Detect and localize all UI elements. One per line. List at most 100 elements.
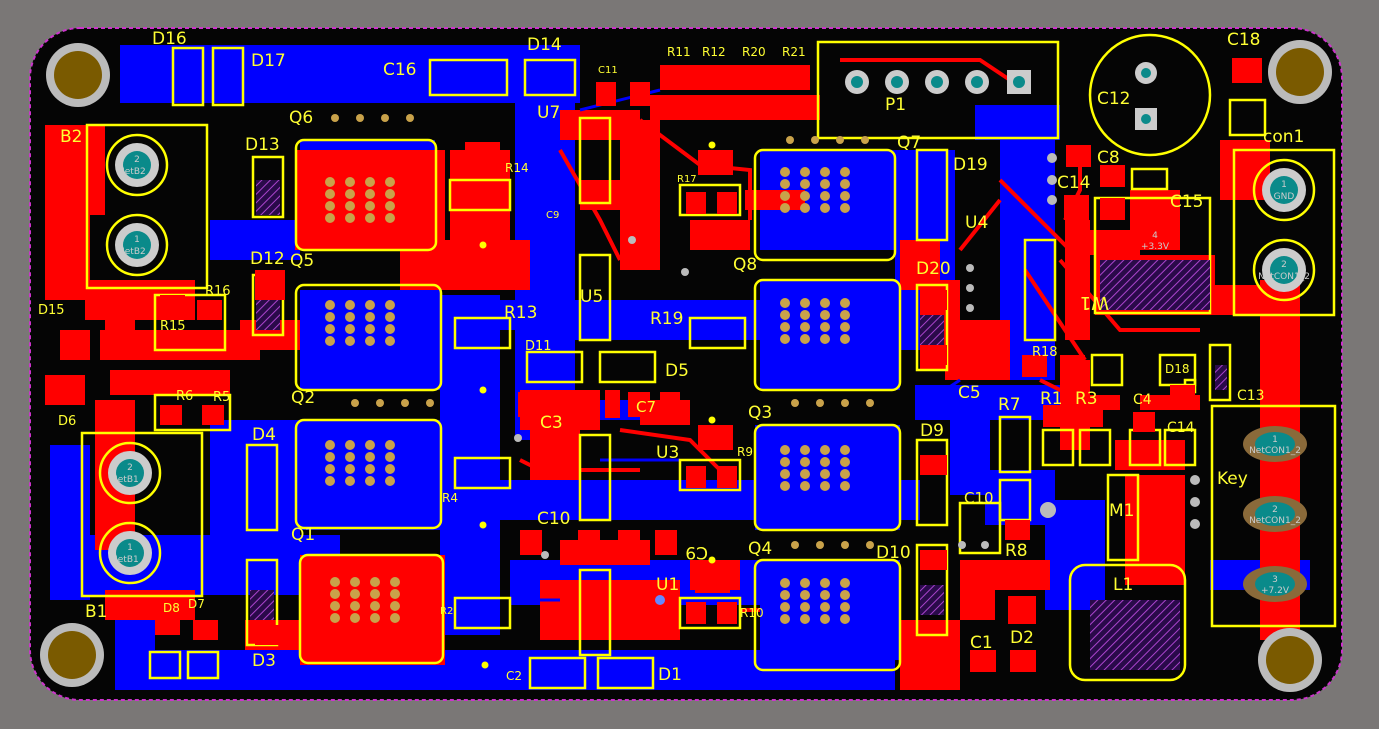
thermal-via [820, 469, 830, 479]
label-c9a: C9 [546, 210, 559, 221]
thermal-via [820, 445, 830, 455]
label-c4: C4 [1133, 392, 1152, 408]
thermal-via [350, 577, 360, 587]
label-r14: R14 [505, 161, 529, 175]
label-r12: R12 [702, 45, 726, 59]
thermal-via [840, 167, 850, 177]
thermal-via [365, 213, 375, 223]
label-c8: C8 [1097, 148, 1120, 168]
silkscreen-outlines [80, 33, 1337, 690]
thermal-via [840, 445, 850, 455]
pin-b2-2-net: NetB2_2 [118, 167, 156, 177]
thermal-via [800, 203, 810, 213]
thermal-via [780, 298, 790, 308]
label-c1: C1 [970, 633, 993, 653]
thermal-via [840, 457, 850, 467]
label-d7: D7 [188, 597, 205, 611]
label-r9: R9 [737, 445, 753, 459]
label-c2: C2 [506, 669, 522, 683]
pin-labels: 2 NetB2_2 1 NetB2_1 2 NetB1_2 1 NetB1_1 … [111, 155, 1310, 596]
label-r17: R17 [677, 174, 697, 185]
thermal-via [840, 469, 850, 479]
label-b2: B2 [60, 127, 82, 147]
thermal-via [820, 590, 830, 600]
label-d10: D10 [876, 543, 911, 563]
thermal-via [820, 322, 830, 332]
label-c15: C15 [1170, 192, 1204, 212]
thermal-via [820, 578, 830, 588]
label-c14b: C14 [1167, 420, 1195, 436]
thermal-via [345, 201, 355, 211]
thermal-via [325, 189, 335, 199]
thermal-via [345, 476, 355, 486]
pin-key-1-num: 1 [1272, 435, 1278, 445]
pin-key-2-num: 2 [1272, 505, 1278, 515]
label-r6: R6 [176, 389, 193, 404]
gate-via [861, 136, 869, 144]
pad-vias [514, 153, 1200, 605]
label-d9: D9 [920, 421, 944, 441]
label-u1: U1 [656, 575, 679, 595]
battery-pads [98, 62, 1316, 585]
label-d3: D3 [252, 651, 276, 671]
thermal-via [325, 440, 335, 450]
label-q4: Q4 [748, 539, 772, 559]
thermal-via [385, 213, 395, 223]
label-d16: D16 [152, 29, 187, 49]
gate-via [841, 399, 849, 407]
label-u5: U5 [580, 287, 603, 307]
label-r2: R2 [440, 606, 453, 617]
label-d20: D20 [916, 259, 951, 279]
label-d4: D4 [252, 425, 276, 445]
thermal-via [325, 312, 335, 322]
thermal-via [365, 336, 375, 346]
label-r1: R1 [1040, 389, 1063, 409]
thermal-via [780, 203, 790, 213]
label-r7: R7 [998, 395, 1021, 415]
transistor-vias [325, 114, 874, 624]
label-m1: M1 [1109, 501, 1134, 521]
thermal-via [780, 322, 790, 332]
gate-via [376, 399, 384, 407]
label-r16: R16 [205, 284, 231, 299]
pin-b2-2-num: 2 [134, 155, 140, 165]
label-r5: R5 [213, 390, 230, 405]
label-d2: D2 [1010, 628, 1034, 648]
pin-b1-2-net: NetB1_2 [111, 475, 149, 485]
label-d8: D8 [163, 601, 180, 615]
thermal-via [840, 590, 850, 600]
label-q8: Q8 [733, 255, 757, 275]
pin-key-3-num: 3 [1272, 575, 1278, 585]
pin-con1-2-num: 2 [1281, 260, 1287, 270]
thermal-via [390, 601, 400, 611]
thermal-via [350, 613, 360, 623]
gate-via [866, 399, 874, 407]
mount-holes [40, 40, 1332, 692]
label-b1: B1 [85, 602, 107, 622]
thermal-via [780, 578, 790, 588]
label-r11: R11 [667, 45, 691, 59]
thermal-via [330, 601, 340, 611]
thermal-via [840, 322, 850, 332]
label-d13: D13 [245, 135, 280, 155]
gate-via [816, 399, 824, 407]
thermal-via [800, 179, 810, 189]
label-d18: D18 [1165, 362, 1190, 376]
thermal-via [800, 445, 810, 455]
thermal-via [365, 201, 375, 211]
thermal-via [385, 440, 395, 450]
label-d11: D11 [525, 339, 552, 354]
label-q6: Q6 [289, 108, 313, 128]
label-d5: D5 [665, 361, 689, 381]
thermal-via [385, 452, 395, 462]
thermal-via [365, 476, 375, 486]
label-q3: Q3 [748, 403, 772, 423]
gate-via [381, 114, 389, 122]
thermal-via [800, 457, 810, 467]
thermal-via [390, 589, 400, 599]
pin-reg-num: 4 [1152, 231, 1158, 241]
thermal-via [800, 469, 810, 479]
thermal-via [345, 300, 355, 310]
thermal-via [780, 179, 790, 189]
label-w1: W1 [1080, 292, 1109, 313]
